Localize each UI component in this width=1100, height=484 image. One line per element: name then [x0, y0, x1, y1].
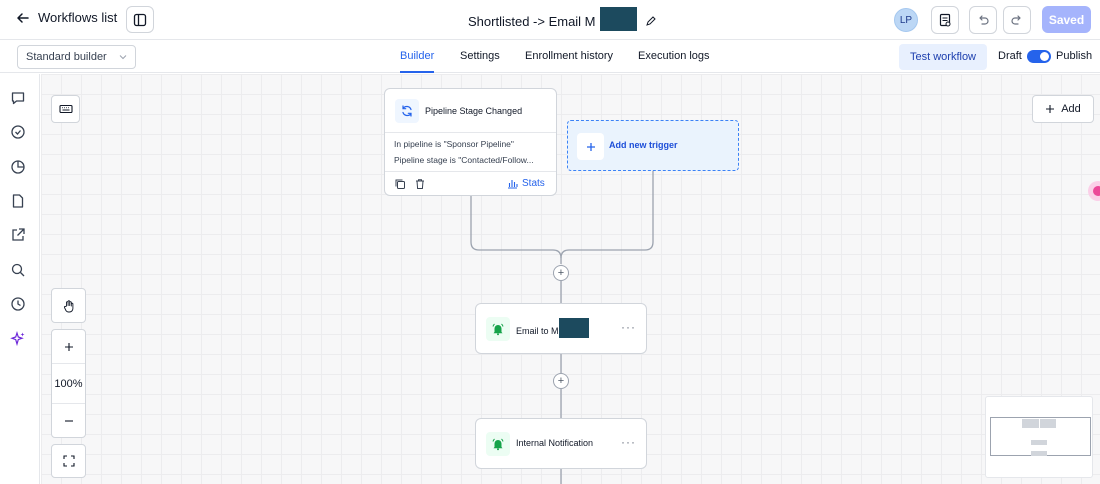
- bar-chart-icon: [508, 180, 518, 189]
- pie-chart-icon[interactable]: [10, 159, 26, 175]
- add-new-trigger-card[interactable]: Add new trigger: [567, 120, 739, 171]
- publish-label: Publish: [1056, 50, 1093, 62]
- zoom-in-button[interactable]: [52, 330, 85, 364]
- test-workflow-button[interactable]: Test workflow: [899, 44, 987, 70]
- action-card-internal-notification[interactable]: Internal Notification ···: [475, 418, 647, 469]
- stats-link[interactable]: Stats: [507, 178, 545, 189]
- sparkle-icon[interactable]: [10, 331, 26, 347]
- action-title-text: Email to M: [516, 325, 559, 336]
- bell-icon: [486, 432, 510, 456]
- undo-icon: [979, 15, 989, 25]
- builder-mode-value: Standard builder: [26, 51, 107, 63]
- sidebar-toggle-button[interactable]: [126, 6, 154, 33]
- trigger-condition: Pipeline stage is "Contacted/Follow...: [394, 155, 534, 165]
- minimap-node: [1031, 440, 1047, 445]
- plus-icon: [1046, 105, 1055, 113]
- assistant-bubble-icon[interactable]: [1088, 181, 1100, 201]
- add-step-button[interactable]: +: [553, 265, 569, 281]
- tab-enrollment-history[interactable]: Enrollment history: [525, 50, 614, 62]
- redo-icon: [1011, 15, 1021, 25]
- add-button[interactable]: Add: [1032, 95, 1094, 123]
- back-to-workflows-link[interactable]: Workflows list: [16, 10, 117, 25]
- expand-icon: [62, 455, 75, 467]
- pencil-icon[interactable]: [645, 15, 657, 27]
- trigger-header: Pipeline Stage Changed: [385, 89, 556, 133]
- zoom-divider: [52, 403, 85, 404]
- panel-left-icon: [133, 13, 147, 26]
- workflow-title-text: Shortlisted -> Email M: [468, 13, 596, 29]
- back-label: Workflows list: [38, 10, 118, 25]
- keyboard-shortcuts-button[interactable]: [51, 95, 80, 123]
- trigger-footer: Stats: [385, 171, 556, 195]
- plus-icon: [64, 343, 73, 351]
- minimap-node: [1040, 419, 1056, 428]
- trigger-title: Pipeline Stage Changed: [425, 106, 523, 116]
- flow-connectors: [470, 171, 654, 484]
- more-options-icon[interactable]: ···: [621, 435, 636, 449]
- redacted-block: [599, 7, 637, 31]
- workflow-title[interactable]: Shortlisted -> Email M: [468, 7, 657, 31]
- trigger-condition: In pipeline is "Sponsor Pipeline": [394, 139, 514, 149]
- builder-toolbar: Standard builder Builder Settings Enroll…: [0, 40, 1100, 73]
- add-new-trigger-label: Add new trigger: [609, 140, 678, 150]
- notes-button[interactable]: [931, 6, 959, 34]
- external-link-icon[interactable]: [10, 227, 26, 243]
- action-title: Internal Notification: [516, 438, 594, 448]
- minimap-node: [1031, 451, 1047, 456]
- undo-button[interactable]: [969, 6, 997, 34]
- bell-icon: [486, 317, 510, 341]
- top-bar: Workflows list Shortlisted -> Email M LP…: [0, 0, 1100, 40]
- trigger-card[interactable]: Pipeline Stage Changed In pipeline is "S…: [384, 88, 557, 196]
- chat-icon[interactable]: [10, 90, 26, 106]
- redo-button[interactable]: [1003, 6, 1031, 34]
- pan-mode-button[interactable]: [51, 288, 86, 323]
- stats-label: Stats: [522, 178, 545, 189]
- history-icon[interactable]: [10, 296, 26, 312]
- minimap-node: [1022, 419, 1039, 428]
- tab-execution-logs[interactable]: Execution logs: [638, 50, 710, 62]
- refresh-icon: [395, 99, 419, 123]
- arrow-left-icon: [17, 12, 29, 23]
- draft-label: Draft: [998, 50, 1022, 62]
- add-label: Add: [1061, 103, 1081, 115]
- plus-icon: [577, 133, 604, 160]
- tab-settings[interactable]: Settings: [460, 50, 500, 62]
- chevron-down-icon: [119, 55, 127, 60]
- document-list-icon: [939, 13, 951, 27]
- action-title: Email to M: [516, 318, 589, 338]
- add-step-button[interactable]: +: [553, 373, 569, 389]
- publish-toggle[interactable]: [1027, 50, 1051, 63]
- tab-builder[interactable]: Builder: [400, 50, 435, 62]
- more-options-icon[interactable]: ···: [621, 320, 636, 334]
- action-card-email[interactable]: Email to M ···: [475, 303, 647, 354]
- zoom-controls: 100%: [51, 329, 86, 438]
- saved-button[interactable]: Saved: [1042, 6, 1091, 33]
- zoom-level: 100%: [54, 378, 83, 390]
- builder-mode-select[interactable]: Standard builder: [17, 45, 136, 69]
- minimap[interactable]: [985, 396, 1093, 478]
- active-tab-indicator: [400, 71, 434, 73]
- redacted-block: [558, 318, 589, 338]
- zoom-out-button[interactable]: [52, 404, 85, 438]
- workflow-canvas[interactable]: 100% Add Pipeline Stage Changed In pipel…: [41, 74, 1100, 484]
- keyboard-icon: [58, 104, 73, 114]
- left-rail: [0, 74, 40, 484]
- hand-icon: [63, 299, 73, 312]
- search-icon[interactable]: [10, 262, 26, 278]
- copy-icon[interactable]: [394, 178, 406, 190]
- zoom-divider: [52, 363, 85, 364]
- minus-icon: [64, 420, 73, 422]
- fit-view-button[interactable]: [51, 444, 86, 478]
- check-circle-icon[interactable]: [10, 124, 26, 140]
- trash-icon[interactable]: [414, 178, 426, 190]
- avatar[interactable]: LP: [894, 8, 918, 32]
- document-icon[interactable]: [10, 193, 26, 209]
